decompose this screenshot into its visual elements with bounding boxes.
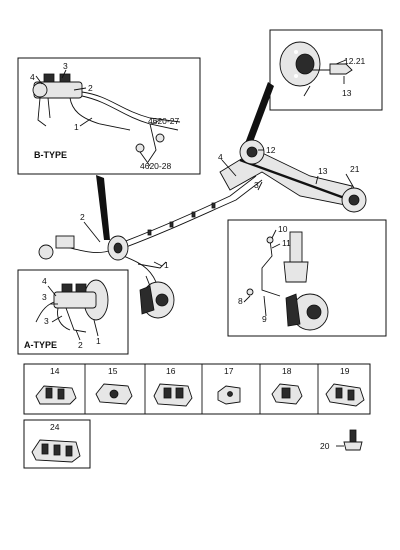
rear-axle xyxy=(239,158,351,202)
strut-inset: 10 11 8 9 xyxy=(227,219,387,337)
clip-14-label: 14 xyxy=(50,366,60,376)
main-line-a xyxy=(117,175,257,245)
b-type-line-a xyxy=(81,91,181,123)
b-type-fitting-a xyxy=(135,143,145,153)
main-callout-4: 4 xyxy=(218,152,223,162)
rear-hub-pointer xyxy=(244,82,274,150)
clip-18 xyxy=(271,383,303,405)
a-type-callout-4: 4 xyxy=(42,276,47,286)
b-type-callout-2: 2 xyxy=(88,83,93,93)
clip-16-label: 16 xyxy=(166,366,176,376)
b-type-ref-4620-27: 4620-27 xyxy=(148,116,179,126)
rear-hub-callout-13: 13 xyxy=(342,88,352,98)
b-type-line-b xyxy=(81,95,179,131)
a-type-tag: A-TYPE xyxy=(24,340,57,350)
main-assembly: 2 4 3 12 13 21 1 xyxy=(38,139,367,283)
b-type-callout-4: 4 xyxy=(30,72,35,82)
b-type-line-e xyxy=(47,97,51,119)
main-callout-13: 13 xyxy=(318,166,328,176)
main-callout-12: 12 xyxy=(266,145,276,155)
bolt-callout-20: 20 xyxy=(320,441,330,451)
b-type-line-f xyxy=(147,123,157,163)
bolt-20: 20 xyxy=(320,429,363,451)
clip-18-label: 18 xyxy=(282,366,292,376)
b-type-master-cylinder xyxy=(32,73,83,99)
rear-hub-callout-12-21: 12.21 xyxy=(344,56,366,66)
a-type-master-cylinder xyxy=(53,291,97,309)
clip-24-label: 24 xyxy=(50,422,60,432)
line-clips xyxy=(147,202,216,236)
a-type-frame xyxy=(17,269,129,355)
clip-15 xyxy=(95,383,133,405)
clip-16 xyxy=(153,383,193,407)
a-type-callout-2: 2 xyxy=(78,340,83,350)
b-type-callout-3: 3 xyxy=(63,61,68,71)
clip-19 xyxy=(325,383,365,407)
clip-15-label: 15 xyxy=(108,366,118,376)
clip-grid: 14 15 16 17 18 19 24 xyxy=(23,363,371,469)
a-type-inset: 4 3 3 2 1 A-TYPE xyxy=(17,269,129,355)
main-left-wheel-hub xyxy=(38,244,54,260)
front-caliper xyxy=(139,285,155,315)
strut-callout-11: 11 xyxy=(282,238,291,248)
clip-14 xyxy=(35,385,77,405)
a-type-line-c xyxy=(65,307,87,333)
clip-17-label: 17 xyxy=(224,366,234,376)
strut-bolt xyxy=(246,288,254,296)
clip-24 xyxy=(31,439,81,463)
main-line-b xyxy=(117,179,263,251)
b-type-callout-1: 1 xyxy=(74,122,79,132)
strut-callout-10: 10 xyxy=(278,224,288,234)
rear-hub-inset: 12.21 13 xyxy=(269,29,383,111)
b-type-inset: 4 3 2 1 4620-27 4620-28 B-TYPE xyxy=(17,57,201,175)
strut-caliper xyxy=(285,293,301,327)
main-callout-21: 21 xyxy=(350,164,360,174)
a-type-callout-1: 1 xyxy=(96,336,101,346)
clip-grid-row-1 xyxy=(23,363,371,415)
strut-callout-9: 9 xyxy=(262,314,267,324)
front-caliper-assembly xyxy=(139,275,175,319)
clip-19-label: 19 xyxy=(340,366,350,376)
b-type-pointer xyxy=(96,175,110,240)
a-type-callout-3-upper: 3 xyxy=(42,292,47,302)
main-callout-2: 2 xyxy=(80,212,85,222)
b-type-line-c xyxy=(69,97,131,131)
main-callout-3: 3 xyxy=(254,180,259,190)
a-type-line-b xyxy=(57,307,71,331)
b-type-line-d xyxy=(37,97,47,127)
strut-callout-8: 8 xyxy=(238,296,243,306)
main-callout-1: 1 xyxy=(164,260,169,270)
a-type-line-a xyxy=(35,301,55,323)
a-type-callout-3: 3 xyxy=(44,316,49,326)
b-type-ref-4620-28: 4620-28 xyxy=(140,161,171,171)
strut-brake-hose xyxy=(261,239,281,297)
b-type-fitting-b xyxy=(155,133,165,143)
main-master-cylinder xyxy=(55,235,75,249)
clip-17 xyxy=(217,385,241,405)
b-type-tag: B-TYPE xyxy=(34,150,67,160)
